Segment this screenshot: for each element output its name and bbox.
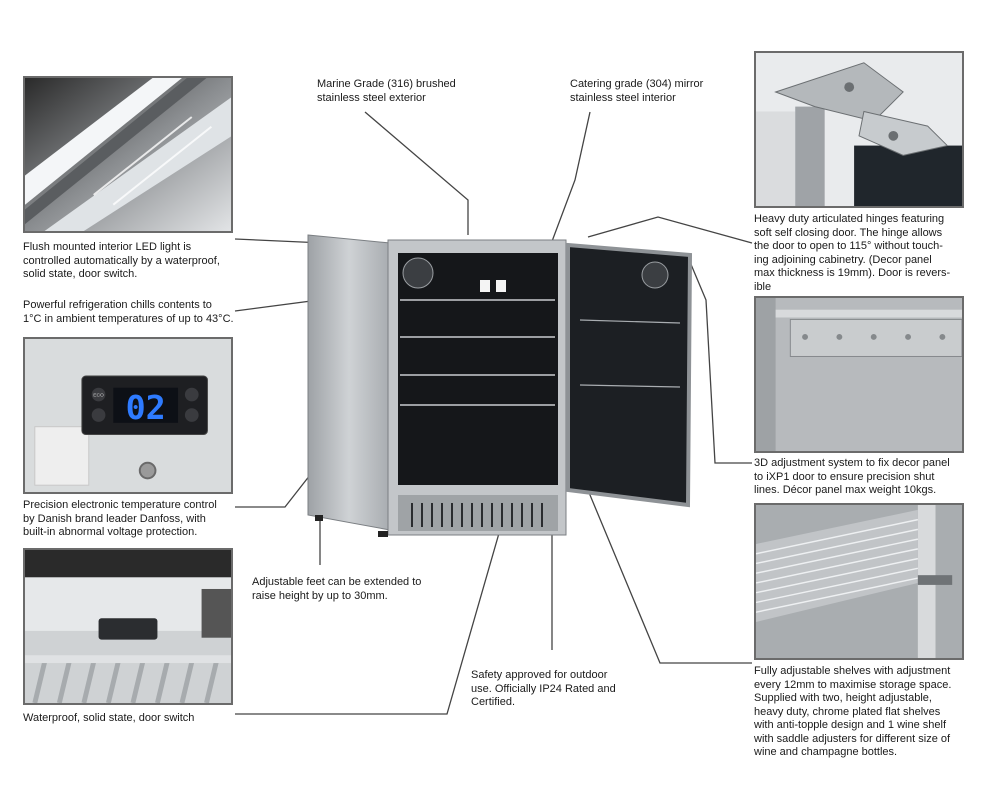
caption-door-switch: Waterproof, solid state, door switch bbox=[23, 712, 195, 724]
caption-catering-grade: Catering grade (304) mirror stainless st… bbox=[570, 78, 704, 104]
caption-refrigeration: Powerful refrigeration chills contents t… bbox=[23, 299, 234, 325]
door-switch-photo bbox=[23, 548, 233, 705]
led-light-photo bbox=[23, 76, 233, 233]
fridge-interior bbox=[398, 253, 558, 485]
caption-hinges: Heavy duty articulated hinges featuring … bbox=[754, 213, 951, 293]
decor-panel-adjustment-photo bbox=[754, 296, 964, 453]
caption-led-light: Flush mounted interior LED light is cont… bbox=[23, 241, 220, 280]
caption-marine-grade: Marine Grade (316) brushed stainless ste… bbox=[317, 78, 456, 104]
controller-eco-label: ECO bbox=[93, 393, 104, 399]
fridge-fan bbox=[402, 257, 434, 289]
caption-feet: Adjustable feet can be extended to raise… bbox=[252, 576, 422, 602]
controller-display-value: 02 bbox=[126, 388, 166, 427]
fridge-side-panel bbox=[307, 234, 391, 531]
temperature-controller-photo: ECO 02 bbox=[23, 337, 233, 494]
fridge-illustration bbox=[307, 234, 693, 537]
shelf-photo bbox=[754, 503, 964, 660]
caption-safety: Safety approved for outdoor use. Officia… bbox=[471, 669, 616, 708]
caption-temp-control: Precision electronic temperature control… bbox=[23, 499, 217, 538]
fridge-door bbox=[566, 242, 693, 508]
caption-adjustment: 3D adjustment system to fix decor panel … bbox=[754, 457, 950, 496]
hinge-photo bbox=[754, 51, 964, 208]
fridge-foot-left bbox=[315, 515, 323, 521]
fridge-foot-right bbox=[378, 531, 388, 537]
caption-shelves: Fully adjustable shelves with adjustment… bbox=[754, 665, 952, 758]
leader-marine bbox=[364, 111, 469, 235]
